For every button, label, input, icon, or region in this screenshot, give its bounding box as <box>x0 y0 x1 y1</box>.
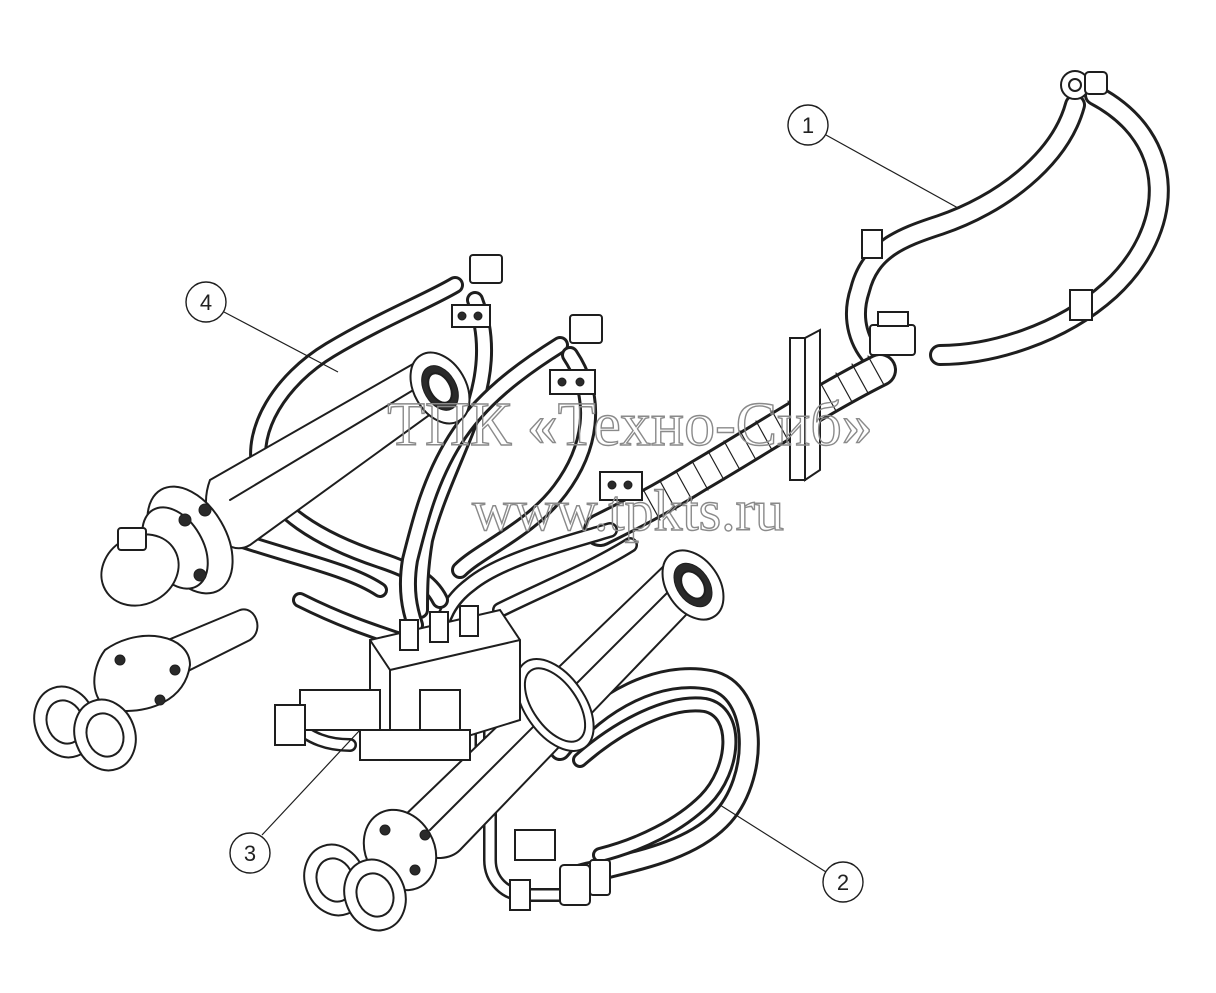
callout-2-leader <box>719 804 827 873</box>
callout-2-label: 2 <box>837 870 849 895</box>
brackets-and-clamps <box>451 70 1108 911</box>
callout-3-leader <box>261 729 361 836</box>
callout-3-circle <box>229 832 271 874</box>
callout-4-leader <box>223 311 339 373</box>
callout-1-leader <box>825 134 959 209</box>
callout-4-circle <box>185 281 227 323</box>
watermark-company: ТПК «Техно-Сиб» <box>387 391 873 459</box>
callouts: 1 2 3 4 <box>185 104 959 903</box>
callout-3-label: 3 <box>244 841 256 866</box>
watermark-url: www.tpkts.ru <box>472 478 784 543</box>
hose-1-upper-arc <box>929 84 1170 366</box>
callout-1-label: 1 <box>802 113 814 138</box>
hydraulic-cylinder-upper <box>100 351 471 607</box>
watermark: ТПК «Техно-Сиб» www.tpkts.ru <box>386 390 873 543</box>
hydraulic-cylinder-left-rod <box>33 608 259 772</box>
callout-1-circle <box>787 104 829 146</box>
callout-4-label: 4 <box>200 290 212 315</box>
hydraulic-cylinder-right <box>303 549 725 932</box>
callout-2-circle <box>822 861 864 903</box>
valve-manifold-block <box>274 605 521 762</box>
